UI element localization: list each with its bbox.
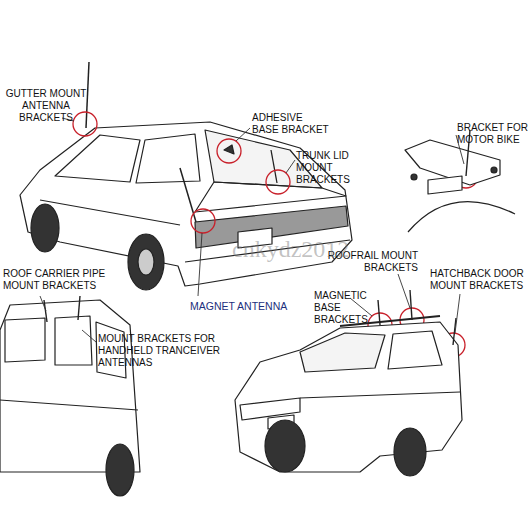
hatchback-car [300, 333, 385, 372]
van [78, 296, 80, 320]
leader-line [236, 128, 250, 141]
mount-label: ADHESIVE BASE BRACKET [252, 112, 332, 136]
hatchback-car [410, 290, 412, 320]
sedan-car [20, 122, 352, 286]
hatchback-car [235, 322, 462, 472]
leader-line [82, 330, 96, 342]
van [5, 318, 45, 362]
mount-circle [217, 139, 241, 163]
mount-label: TRUNK LID MOUNT BRACKETS [296, 150, 386, 186]
van [0, 400, 138, 410]
leader-line [40, 118, 464, 342]
mount-circle [191, 209, 215, 233]
sedan-car [271, 150, 277, 183]
mount-label: GUTTER MOUNT ANTENNA BRACKETS [0, 88, 92, 124]
sedan-car [136, 134, 200, 183]
leader-line [455, 294, 460, 333]
sedan-car [195, 182, 346, 212]
mount-circle [266, 170, 290, 194]
van [55, 316, 92, 365]
motorbike-bracket [491, 167, 497, 173]
hatchback-car [394, 428, 426, 476]
leader-line [198, 233, 202, 296]
sedan-car [138, 249, 154, 275]
leader-line [398, 274, 410, 308]
mount-label: MAGNETIC BASE BRACKETS [314, 290, 394, 326]
antenna-label: MAGNET ANTENNA [190, 300, 300, 312]
van [106, 444, 134, 496]
hatchback-car [265, 420, 305, 472]
mount-label: MOUNT BRACKETS FOR HANDHELD TRANCEIVER A… [98, 333, 228, 369]
van [44, 300, 47, 322]
sedan-car [86, 62, 89, 128]
sedan-car [40, 200, 180, 225]
leader-line [286, 160, 295, 173]
hatchback-car [300, 392, 460, 398]
hatchback-car [378, 300, 380, 325]
van [0, 296, 140, 496]
motorbike-bracket [405, 130, 515, 232]
sedan-car [55, 135, 140, 182]
hatchback-car [235, 290, 462, 476]
sedan-car [31, 204, 59, 252]
motorbike-bracket [411, 174, 417, 180]
sedan-car [128, 234, 164, 290]
watermark: cnkydz2012 [232, 236, 349, 263]
hatchback-car [388, 331, 442, 369]
motorbike-bracket [408, 202, 515, 232]
sedan-car [224, 145, 234, 154]
mount-label: ROOF CARRIER PIPE MOUNT BRACKETS [3, 268, 123, 292]
leader-line [40, 296, 46, 311]
mount-label: HATCHBACK DOOR MOUNT BRACKETS [430, 268, 530, 292]
mount-circle [73, 112, 97, 136]
motorbike-bracket [428, 176, 462, 194]
mount-label: BRACKET FOR MOTOR BIKE [457, 122, 529, 146]
